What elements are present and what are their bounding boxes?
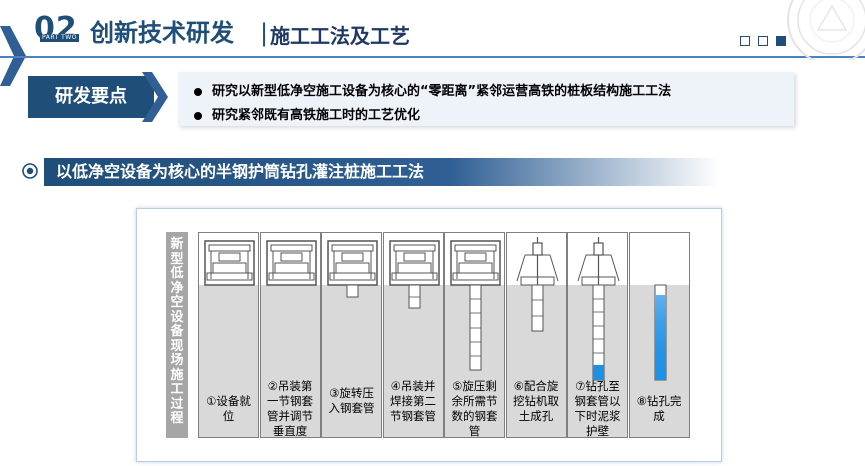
equipment-drawing: [516, 237, 558, 332]
step-caption: ⑧钻孔完成: [636, 393, 682, 423]
part-label: PART TWO: [40, 34, 79, 42]
title-separator: |: [260, 19, 269, 47]
square-filled-icon: [776, 36, 786, 46]
step-caption: ③旋转压入钢套管: [328, 386, 375, 415]
process-step-panel: ④吊装并焊接第二节钢套管: [382, 232, 444, 438]
process-step-panel: ⑤旋压剩余所需节数的钢套管: [444, 232, 505, 438]
step-caption: ①设备就位: [206, 393, 251, 423]
header-divider: [0, 56, 865, 58]
equipment-drawing: [577, 237, 620, 381]
ground-layer: [322, 285, 381, 437]
ground-layer: [383, 285, 443, 437]
step-caption: ⑤旋压剩余所需节数的钢套管: [451, 378, 498, 438]
equipment-drawing: [388, 240, 440, 309]
figure-side-label: 新型低净空设备现场施工过程: [166, 232, 188, 438]
process-step-panel: ⑧钻孔完成: [628, 232, 690, 438]
chevron-right-icon: [142, 72, 168, 122]
square-icon: [758, 36, 768, 46]
square-icon: [740, 36, 750, 46]
university-seal-watermark: [787, 0, 865, 60]
bullet-icon: [194, 87, 202, 96]
key-points-label: 研发要点: [28, 76, 154, 118]
equipment-drawing: [450, 240, 501, 371]
equipment-drawing: [265, 240, 317, 286]
section-title-bar: [44, 158, 720, 186]
target-circle-icon: [22, 163, 38, 179]
section-title: 以低净空设备为核心的半钢护筒钻孔灌注桩施工工法: [56, 162, 425, 181]
ground-layer: [260, 285, 320, 437]
key-point-text: 研究以新型低净空施工设备为核心的“零距离”紧邻运营高铁的桩板结构施工工法: [212, 84, 672, 99]
step-caption: ⑥配合旋挖钻机取土成孔: [513, 378, 559, 423]
page-subtitle: 施工工法及工艺: [270, 24, 410, 48]
key-points-box: [178, 72, 794, 126]
process-step-panel: ⑥配合旋挖钻机取土成孔: [505, 232, 567, 438]
process-step-panel: ②吊装第一节钢套管并调节垂直度: [259, 232, 321, 438]
equipment-drawing: [327, 240, 378, 298]
step-caption: ⑦钻孔至钢套管以下时泥浆护壁: [574, 378, 621, 438]
key-point-item: 研究紧邻既有高铁施工时的工艺优化: [194, 107, 420, 125]
step-caption: ②吊装第一节钢套管并调节垂直度: [267, 378, 313, 438]
step-caption: ④吊装并焊接第二节钢套管: [390, 378, 436, 423]
bullet-icon: [194, 111, 202, 120]
ground-layer: [199, 285, 258, 437]
process-step-panel: ⑦钻孔至钢套管以下时泥浆护壁: [567, 232, 628, 438]
key-point-text: 研究紧邻既有高铁施工时的工艺优化: [212, 108, 421, 123]
process-step-panel: ③旋转压入钢套管: [321, 232, 382, 438]
page-title: 创新技术研发: [90, 19, 234, 47]
process-step-panel: ①设备就位: [198, 232, 259, 438]
key-point-item: 研究以新型低净空施工设备为核心的“零距离”紧邻运营高铁的桩板结构施工工法: [194, 83, 671, 101]
equipment-drawing: [204, 240, 255, 286]
equipment-drawing: [654, 284, 666, 381]
